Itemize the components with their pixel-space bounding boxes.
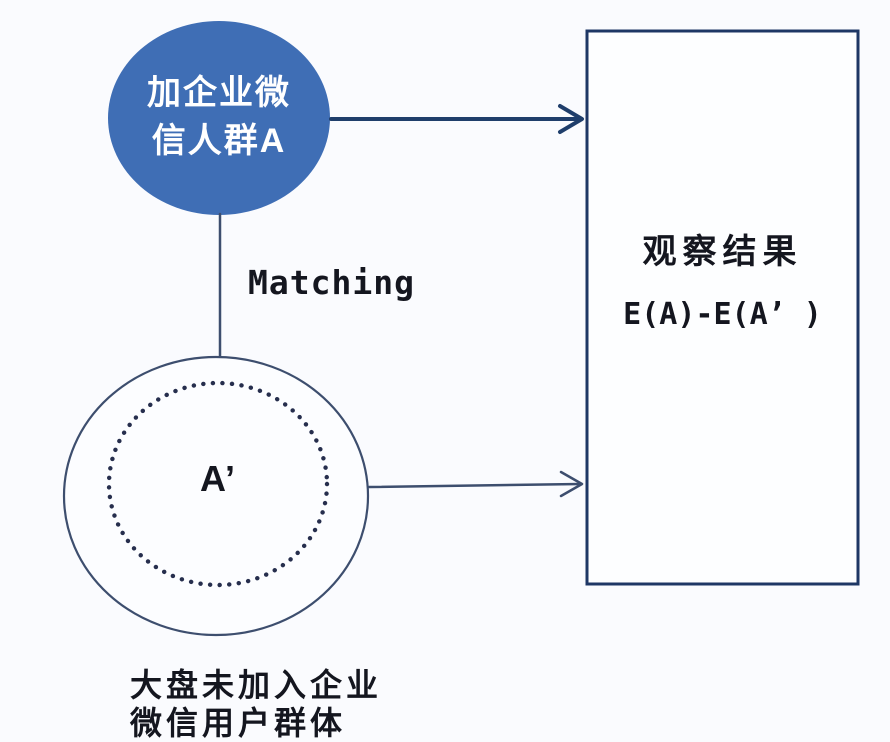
control-circle-label: A’: [199, 458, 236, 499]
result-box-formula: E(A)-E(A’ ): [623, 297, 822, 332]
control-circle-caption: 大盘未加入企业 微信用户群体: [130, 666, 382, 742]
matched-subset-dotted-circle: [106, 380, 330, 588]
treatment-circle-label-line1: 加企业微: [147, 74, 291, 113]
control-circle-shape: [62, 355, 370, 637]
treatment-circle-shape: [108, 21, 330, 215]
caption-line1: 大盘未加入企业: [130, 667, 383, 703]
arrow-control-to-box: [367, 470, 584, 498]
caption-line2: 微信用户群体: [130, 705, 347, 742]
arrow-treatment-to-box: [329, 104, 584, 134]
result-box-shape: [585, 29, 860, 586]
treatment-circle-label-line2: 信人群A: [151, 122, 287, 160]
treatment-circle-label: 加企业微 信人群A: [108, 20, 330, 216]
result-box-title: 观察结果: [642, 233, 803, 271]
matching-label: Matching: [248, 263, 415, 302]
